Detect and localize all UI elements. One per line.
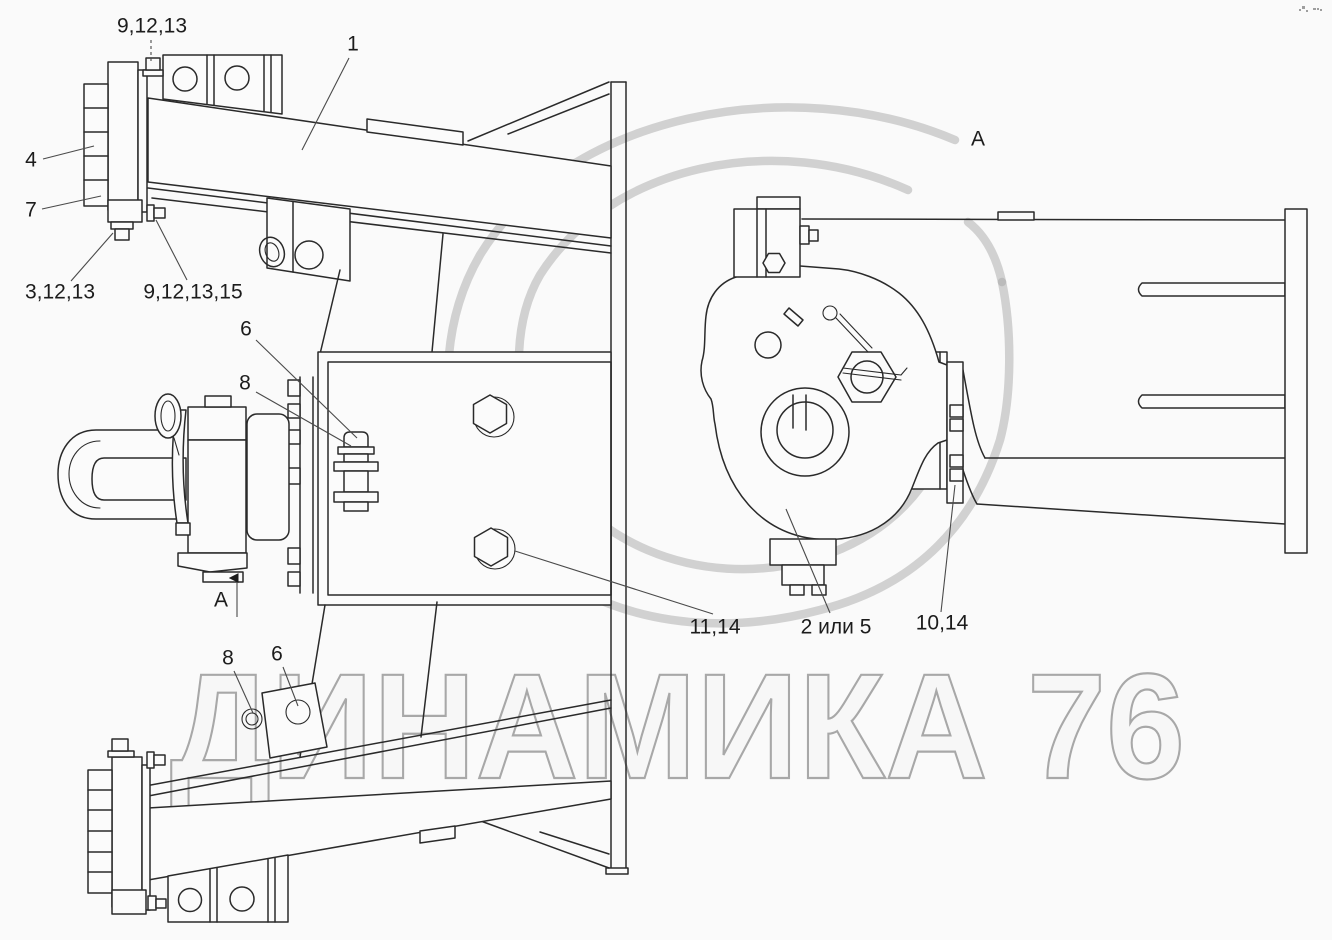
leader-lines [41, 40, 956, 714]
callout-label: 9,12,13,15 [143, 281, 242, 304]
lower-buffer-assembly [87, 682, 612, 923]
tow-hook-side-view [57, 393, 290, 583]
leader-line [155, 219, 188, 281]
callout-label: 10,14 [916, 612, 969, 635]
callout-label: 1 [347, 33, 359, 56]
leader-line [255, 339, 358, 439]
leader-line [301, 57, 350, 151]
callout-label: 8 [239, 372, 251, 395]
callout-label: А [971, 128, 985, 151]
callout-label: 11,14 [690, 616, 741, 639]
leader-line [785, 508, 831, 614]
leader-line [514, 550, 714, 615]
callout-label: 7 [25, 199, 37, 222]
leader-line [42, 145, 95, 160]
watermark-text: ДИНАМИКА 76 [170, 642, 1185, 810]
callout-label: 8 [222, 647, 234, 670]
hitch-guide-box [287, 351, 612, 758]
coupling-view-a [700, 196, 1308, 596]
callout-label: 2 или 5 [801, 616, 872, 639]
callout-label: 4 [25, 149, 37, 172]
corner-marks-icon [1299, 6, 1322, 12]
upper-buffer-assembly [83, 54, 612, 355]
leader-line [255, 391, 352, 447]
callout-label: 6 [271, 643, 283, 666]
leader-line [70, 232, 114, 282]
callout-label: 9,12,13 [117, 15, 187, 38]
callout-label: 3,12,13 [25, 281, 95, 304]
callout-label: А [214, 589, 228, 612]
leader-line [233, 670, 254, 714]
callout-label: 6 [240, 318, 252, 341]
leader-line [282, 666, 299, 707]
leader-line [940, 484, 956, 613]
leader-line [41, 195, 102, 210]
